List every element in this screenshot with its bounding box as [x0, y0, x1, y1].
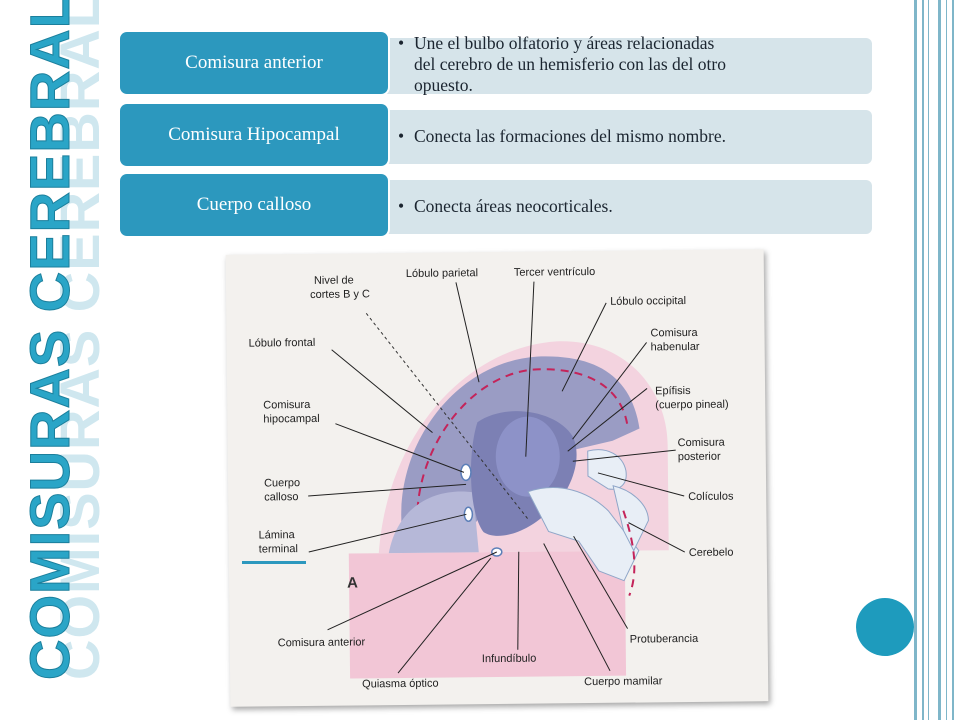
list-item-comisura-hipocampal: Comisura Hipocampal • Conecta las formac…	[120, 104, 872, 168]
pink-region	[348, 550, 627, 679]
label-lobulo-parietal: Lóbulo parietal	[406, 267, 478, 280]
label-lamina-terminal-line1: Lámina	[259, 529, 296, 541]
row-text-line: opuesto.	[414, 75, 473, 95]
label-nivel-line1: Nivel de	[314, 274, 354, 286]
label-comisura-habenular-line1: Comisura	[650, 327, 698, 340]
bullet: •	[398, 126, 405, 146]
vertical-title: COMISURAS CEREBRALES COMISURAS CEREBRALE…	[10, 0, 112, 681]
brain-sagittal-diagram: Nivel de cortes B y C Lóbulo parietal Te…	[249, 266, 734, 691]
leader-lines	[308, 281, 686, 674]
brain-diagram-figure: Nivel de cortes B y C Lóbulo parietal Te…	[225, 249, 769, 707]
row-label: Comisura anterior	[120, 32, 388, 94]
right-border-decoration	[914, 0, 960, 720]
label-protuberancia: Protuberancia	[630, 633, 699, 646]
list-item-comisura-anterior: Comisura anterior • Une el bulbo olfator…	[120, 30, 872, 96]
row-background	[350, 110, 872, 164]
third-ventricle	[495, 416, 560, 497]
label-lobulo-frontal: Lóbulo frontal	[249, 337, 316, 350]
label-comisura-posterior-line2: posterior	[678, 451, 721, 463]
row-background	[350, 180, 872, 234]
cut-plane-line	[365, 313, 529, 520]
label-epifisis-line2: (cuerpo pineal)	[655, 399, 728, 412]
hippocampal-commissure-dot	[460, 463, 472, 482]
accent-circle	[856, 598, 914, 656]
label-lamina-terminal-line2: terminal	[259, 543, 298, 555]
row-background	[350, 38, 872, 94]
label-tercer-ventriculo: Tercer ventrículo	[514, 266, 595, 279]
panel-letter: A	[347, 574, 358, 591]
label-comisura-hipocampal-line2: hipocampal	[263, 413, 319, 426]
label-quiasma-optico: Quiasma óptico	[362, 678, 439, 691]
lamina-terminal-highlight	[242, 561, 306, 564]
label-infundibulo: Infundíbulo	[482, 653, 537, 666]
row-text-line: Conecta áreas neocorticales.	[414, 196, 613, 216]
row-description: • Conecta áreas neocorticales.	[398, 196, 854, 217]
label-cerebelo: Cerebelo	[689, 547, 734, 559]
label-comisura-anterior: Comisura anterior	[278, 636, 366, 649]
tectum	[587, 449, 627, 490]
row-label: Cuerpo calloso	[120, 174, 388, 236]
label-nivel-line2: cortes B y C	[310, 288, 370, 301]
dashed-cerebellum-outline	[622, 510, 636, 596]
bullet: •	[398, 33, 405, 53]
label-epifisis-line1: Epífisis	[655, 385, 691, 397]
row-label: Comisura Hipocampal	[120, 104, 388, 166]
row-description: • Une el bulbo olfatorio y áreas relacio…	[398, 33, 854, 96]
label-lobulo-occipital: Lóbulo occipital	[610, 295, 686, 308]
dashed-cortex-outline	[416, 368, 629, 538]
list-item-cuerpo-calloso: Cuerpo calloso • Conecta áreas neocortic…	[120, 174, 872, 238]
row-text-line: Conecta las formaciones del mismo nombre…	[414, 126, 727, 146]
row-description: • Conecta las formaciones del mismo nomb…	[398, 126, 854, 147]
row-text-line: del cerebro de un hemisferio con las del…	[414, 54, 726, 74]
row-text-line: Une el bulbo olfatorio y áreas relaciona…	[414, 33, 715, 53]
brainstem	[527, 487, 640, 582]
label-comisura-posterior-line1: Comisura	[678, 437, 726, 450]
label-comisura-habenular-line2: habenular	[651, 341, 700, 354]
label-coliculos: Colículos	[688, 491, 734, 503]
page-title: COMISURAS CEREBRALES	[18, 0, 82, 681]
label-comisura-hipocampal-line1: Comisura	[263, 399, 311, 412]
label-cuerpo-calloso-line2: calloso	[264, 491, 298, 503]
bullet: •	[398, 196, 405, 216]
label-cuerpo-mamilar: Cuerpo mamilar	[584, 675, 663, 688]
label-cuerpo-calloso-line1: Cuerpo	[264, 477, 300, 489]
cerebellum-shape	[612, 485, 649, 552]
